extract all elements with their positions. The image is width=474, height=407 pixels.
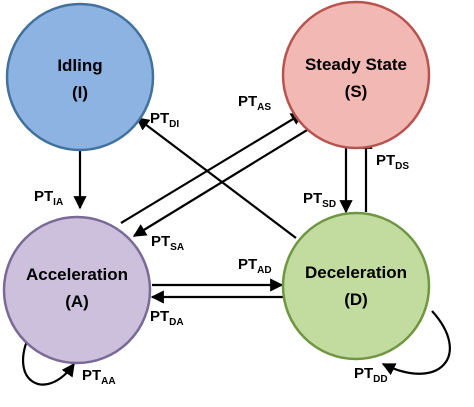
label-pt-ia: PTIA bbox=[34, 188, 63, 208]
edge-acceleration-to-steady bbox=[120, 112, 305, 224]
label-pt-di: PTDI bbox=[150, 110, 179, 130]
state-steady-border bbox=[281, 0, 431, 150]
state-deceleration-abbr: (D) bbox=[344, 290, 368, 309]
state-idling-title: Idling bbox=[57, 56, 102, 75]
state-deceleration-border bbox=[281, 211, 431, 361]
edge-acceleration-self-loop bbox=[21, 329, 75, 386]
label-pt-aa: PTAA bbox=[82, 367, 116, 387]
label-pt-da: PTDA bbox=[150, 308, 184, 328]
state-deceleration-circle bbox=[283, 213, 429, 359]
state-deceleration-title: Deceleration bbox=[305, 263, 407, 282]
edge-steady-to-acceleration bbox=[132, 126, 313, 237]
edges bbox=[21, 112, 451, 386]
state-acceleration: Acceleration (A) bbox=[2, 215, 152, 365]
label-pt-as: PTAS bbox=[238, 93, 271, 113]
label-pt-ad: PTAD bbox=[238, 256, 272, 276]
state-steady-title: Steady State bbox=[305, 55, 407, 74]
state-deceleration: Deceleration (D) bbox=[281, 211, 431, 361]
state-idling: Idling (I) bbox=[5, 2, 155, 152]
label-pt-dd: PTDD bbox=[354, 365, 388, 385]
state-idling-circle bbox=[7, 4, 153, 150]
label-pt-ds: PTDS bbox=[376, 152, 409, 172]
state-steady: Steady State (S) bbox=[281, 0, 431, 150]
state-acceleration-border bbox=[2, 215, 152, 365]
edge-deceleration-self-loop bbox=[381, 310, 451, 376]
state-steady-circle bbox=[283, 2, 429, 148]
state-acceleration-title: Acceleration bbox=[26, 265, 128, 284]
state-steady-abbr: (S) bbox=[345, 82, 368, 101]
state-acceleration-abbr: (A) bbox=[65, 292, 89, 311]
state-idling-abbr: (I) bbox=[72, 83, 88, 102]
state-idling-border bbox=[5, 2, 155, 152]
edge-deceleration-to-idling bbox=[135, 117, 297, 239]
transition-labels: PTIA PTDI PTAS PTSA PTAD PTDA PTSD PTDS … bbox=[34, 93, 409, 387]
label-pt-sd: PTSD bbox=[303, 190, 336, 210]
state-acceleration-circle bbox=[4, 217, 150, 363]
label-pt-sa: PTSA bbox=[151, 233, 184, 253]
